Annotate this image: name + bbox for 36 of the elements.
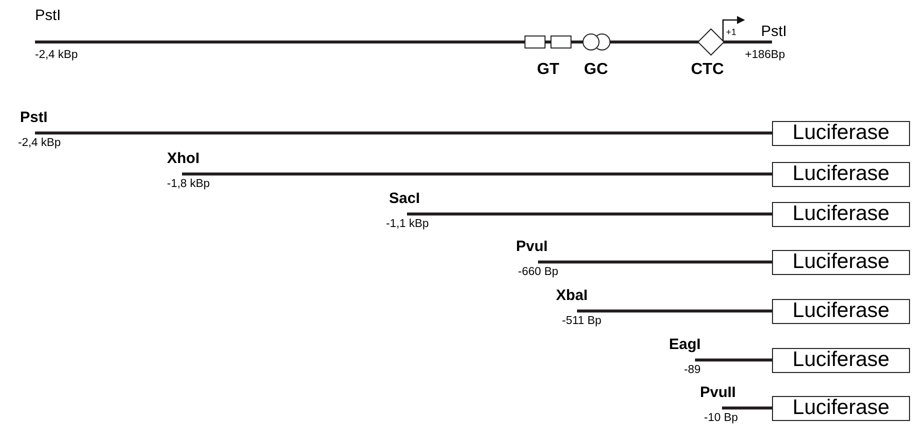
restriction-site-label: XhoI	[167, 151, 200, 166]
position-label: -1,8 kBp	[167, 179, 210, 190]
restriction-site-label: PvuI	[516, 239, 548, 254]
restriction-site-label: PstI	[35, 8, 61, 23]
position-label: -2,4 kBp	[35, 50, 78, 62]
position-label: -511 Bp	[562, 316, 602, 328]
element-label: GT	[537, 62, 560, 78]
position-label: +186Bp	[745, 50, 785, 62]
restriction-site-label: EagI	[669, 337, 701, 352]
restriction-site-label: XbaI	[556, 288, 588, 303]
position-label: -89	[684, 365, 701, 376]
gene-box: Luciferase	[772, 162, 910, 187]
gene-box: Luciferase	[772, 202, 910, 227]
element-label: GC	[584, 62, 608, 78]
restriction-site-label: SacI	[389, 191, 420, 206]
restriction-site-label: PstI	[20, 110, 48, 125]
construct-line	[407, 212, 772, 216]
restriction-site-label: PstI	[761, 24, 787, 39]
construct-line	[695, 358, 772, 362]
gene-box: Luciferase	[772, 121, 910, 146]
restriction-site-label: PvuII	[700, 385, 736, 400]
position-label: +1	[726, 28, 736, 37]
construct-line	[35, 132, 772, 134]
construct-line	[577, 310, 772, 312]
construct-line	[182, 172, 772, 176]
gene-box: Luciferase	[772, 396, 910, 421]
construct-line	[722, 406, 772, 410]
gene-box: Luciferase	[772, 250, 910, 275]
element-label: CTC	[691, 62, 724, 78]
position-label: -2,4 kBp	[18, 138, 61, 150]
position-label: -1,1 kBp	[386, 219, 429, 230]
gene-box: Luciferase	[772, 299, 910, 324]
position-label: -660 Bp	[518, 267, 558, 278]
position-label: -10 Bp	[704, 413, 738, 424]
construct-line	[538, 260, 772, 264]
gene-box: Luciferase	[772, 348, 910, 373]
